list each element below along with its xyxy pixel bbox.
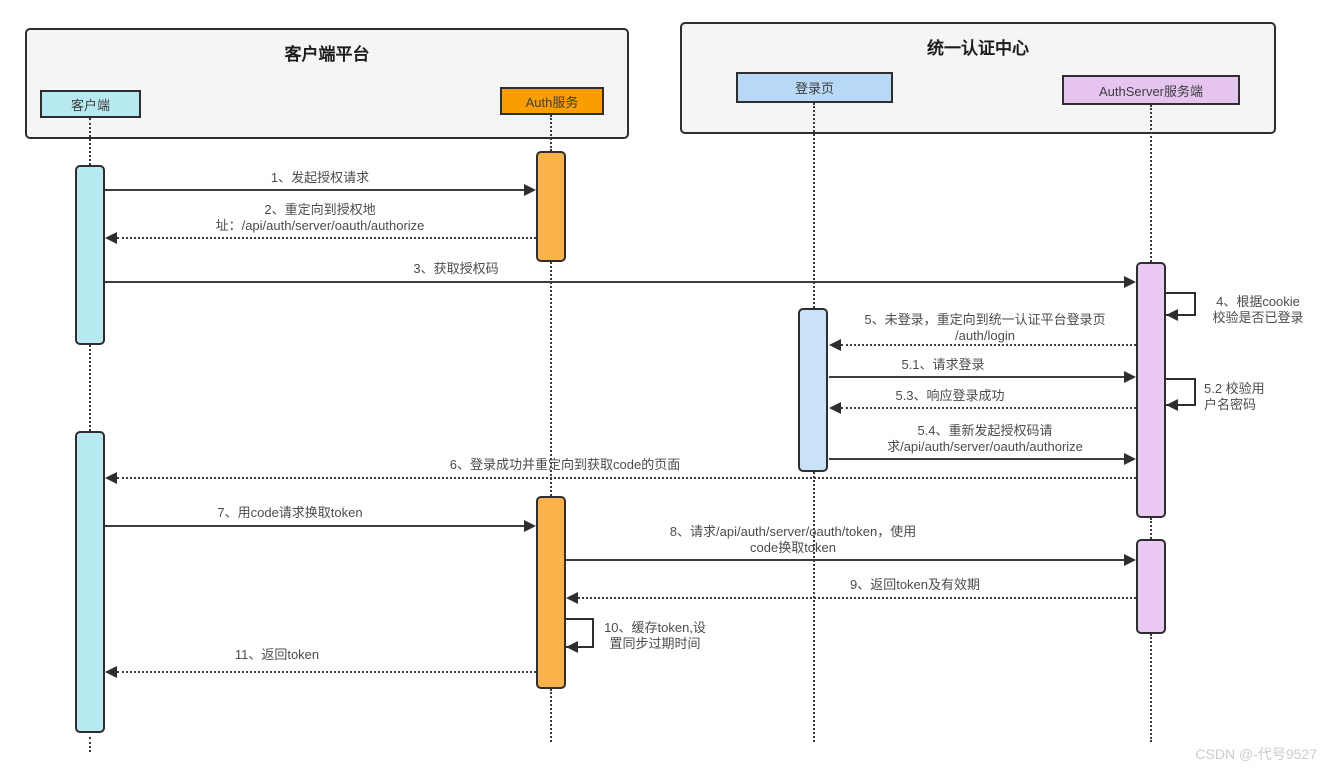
lifeline-authserver [1150, 518, 1152, 539]
message-7-arrowhead-icon [524, 520, 536, 532]
message-1-arrowhead-icon [524, 184, 536, 196]
message-7-line [105, 525, 524, 527]
participant-authserver-label: AuthServer服务端 [1098, 83, 1204, 99]
message-8-line [566, 559, 1124, 561]
message-5-3-line [841, 407, 1136, 409]
message-6-line [117, 477, 1136, 479]
message-2-label-line1: 2、重定向到授权地 [264, 202, 376, 217]
message-2-label: 2、重定向到授权地 址：/api/auth/server/oauth/autho… [216, 202, 425, 234]
message-10-label-line1: 10、缓存token,设 [604, 620, 706, 635]
activation-client-1 [75, 165, 105, 345]
message-4-arrowhead-icon [1166, 309, 1178, 321]
participant-client: 客户端 [40, 90, 141, 118]
activation-auth-service-1 [536, 151, 566, 262]
message-5-3-label: 5.3、响应登录成功 [895, 388, 1005, 403]
message-2-line [117, 237, 536, 239]
lifeline-authserver [1150, 634, 1152, 742]
message-4-label-line2: 校验是否已登录 [1212, 310, 1304, 325]
message-5-label-line2: /auth/login [954, 328, 1015, 343]
participant-login-page: 登录页 [736, 72, 893, 103]
message-5-2-label-line1: 5.2 校验用 [1204, 381, 1265, 396]
message-11-label: 11、返回token [234, 647, 320, 662]
frame-client-platform: 客户端平台 [25, 28, 629, 139]
message-5-4-arrowhead-icon [1124, 453, 1136, 465]
message-5-4-label-line1: 5.4、重新发起授权码请 [917, 423, 1053, 438]
message-4-self-loop [1166, 292, 1196, 316]
participant-client-label: 客户端 [70, 97, 110, 113]
message-5-4-label-line2: 求/api/auth/server/oauth/authorize [887, 439, 1083, 454]
message-5-1-line [829, 376, 1124, 378]
participant-login-page-label: 登录页 [794, 81, 834, 96]
message-5-2-label-line2: 户名密码 [1204, 397, 1257, 412]
message-1-line [105, 189, 524, 191]
message-8-label-line1: 8、请求/api/auth/server/oauth/token，使用 [669, 524, 917, 539]
activation-login-page [798, 308, 828, 472]
lifeline-client [89, 345, 91, 431]
message-10-label: 10、缓存token,设 置同步过期时间 [598, 620, 712, 652]
lifeline-client [89, 737, 91, 752]
message-8-arrowhead-icon [1124, 554, 1136, 566]
message-2-label-line2: 址：/api/auth/server/oauth/authorize [215, 218, 425, 233]
message-10-label-line2: 置同步过期时间 [609, 636, 701, 651]
participant-auth-service-label: Auth服务 [525, 94, 579, 110]
message-4-label-line1: 4、根据cookie [1216, 294, 1300, 309]
message-4-label: 4、根据cookie 校验是否已登录 [1202, 294, 1314, 326]
message-9-arrowhead-icon [566, 592, 578, 604]
message-6-label: 6、登录成功并重定向到获取code的页面 [449, 457, 681, 472]
message-5-label-line1: 5、未登录，重定向到统一认证平台登录页 [864, 312, 1106, 327]
activation-authserver-1 [1136, 262, 1166, 518]
activation-auth-service-2 [536, 496, 566, 689]
message-5-4-line [829, 458, 1124, 460]
message-2-arrowhead-icon [105, 232, 117, 244]
message-11-arrowhead-icon [105, 666, 117, 678]
lifeline-client [89, 118, 91, 165]
message-5-1-arrowhead-icon [1124, 371, 1136, 383]
message-3-line [105, 281, 1124, 283]
message-9-line [578, 597, 1136, 599]
message-10-self-loop [566, 618, 594, 648]
message-5-2-arrowhead-icon [1166, 399, 1178, 411]
lifeline-login-page [813, 103, 815, 308]
message-5-label: 5、未登录，重定向到统一认证平台登录页 /auth/login [864, 312, 1105, 344]
message-3-arrowhead-icon [1124, 276, 1136, 288]
lifeline-login-page [813, 472, 815, 742]
frame-auth-center-title: 统一认证中心 [927, 39, 1029, 58]
message-8-label-line2: code换取token [750, 540, 836, 555]
message-5-1-label: 5.1、请求登录 [901, 357, 985, 372]
message-3-label: 3、获取授权码 [413, 261, 499, 276]
lifeline-authserver [1150, 105, 1152, 262]
participant-authserver: AuthServer服务端 [1062, 75, 1240, 105]
message-7-label: 7、用code请求换取token [217, 505, 363, 520]
message-6-arrowhead-icon [105, 472, 117, 484]
participant-auth-service: Auth服务 [500, 87, 604, 115]
message-11-line [117, 671, 536, 673]
message-9-label: 9、返回token及有效期 [849, 577, 981, 592]
message-1-label: 1、发起授权请求 [270, 170, 370, 185]
message-5-2-label: 5.2 校验用 户名密码 [1204, 381, 1265, 413]
message-5-line [841, 344, 1136, 346]
watermark: CSDN @-代号9527 [1195, 746, 1317, 762]
message-10-arrowhead-icon [566, 641, 578, 653]
frame-client-platform-title: 客户端平台 [284, 45, 370, 64]
message-5-3-arrowhead-icon [829, 402, 841, 414]
lifeline-auth-service [550, 689, 552, 742]
message-5-arrowhead-icon [829, 339, 841, 351]
message-5-2-self-loop [1166, 378, 1196, 406]
activation-authserver-2 [1136, 539, 1166, 634]
message-5-4-label: 5.4、重新发起授权码请 求/api/auth/server/oauth/aut… [887, 423, 1083, 455]
message-8-label: 8、请求/api/auth/server/oauth/token，使用 code… [670, 524, 916, 556]
lifeline-auth-service [550, 262, 552, 496]
lifeline-auth-service [550, 115, 552, 151]
activation-client-2 [75, 431, 105, 733]
